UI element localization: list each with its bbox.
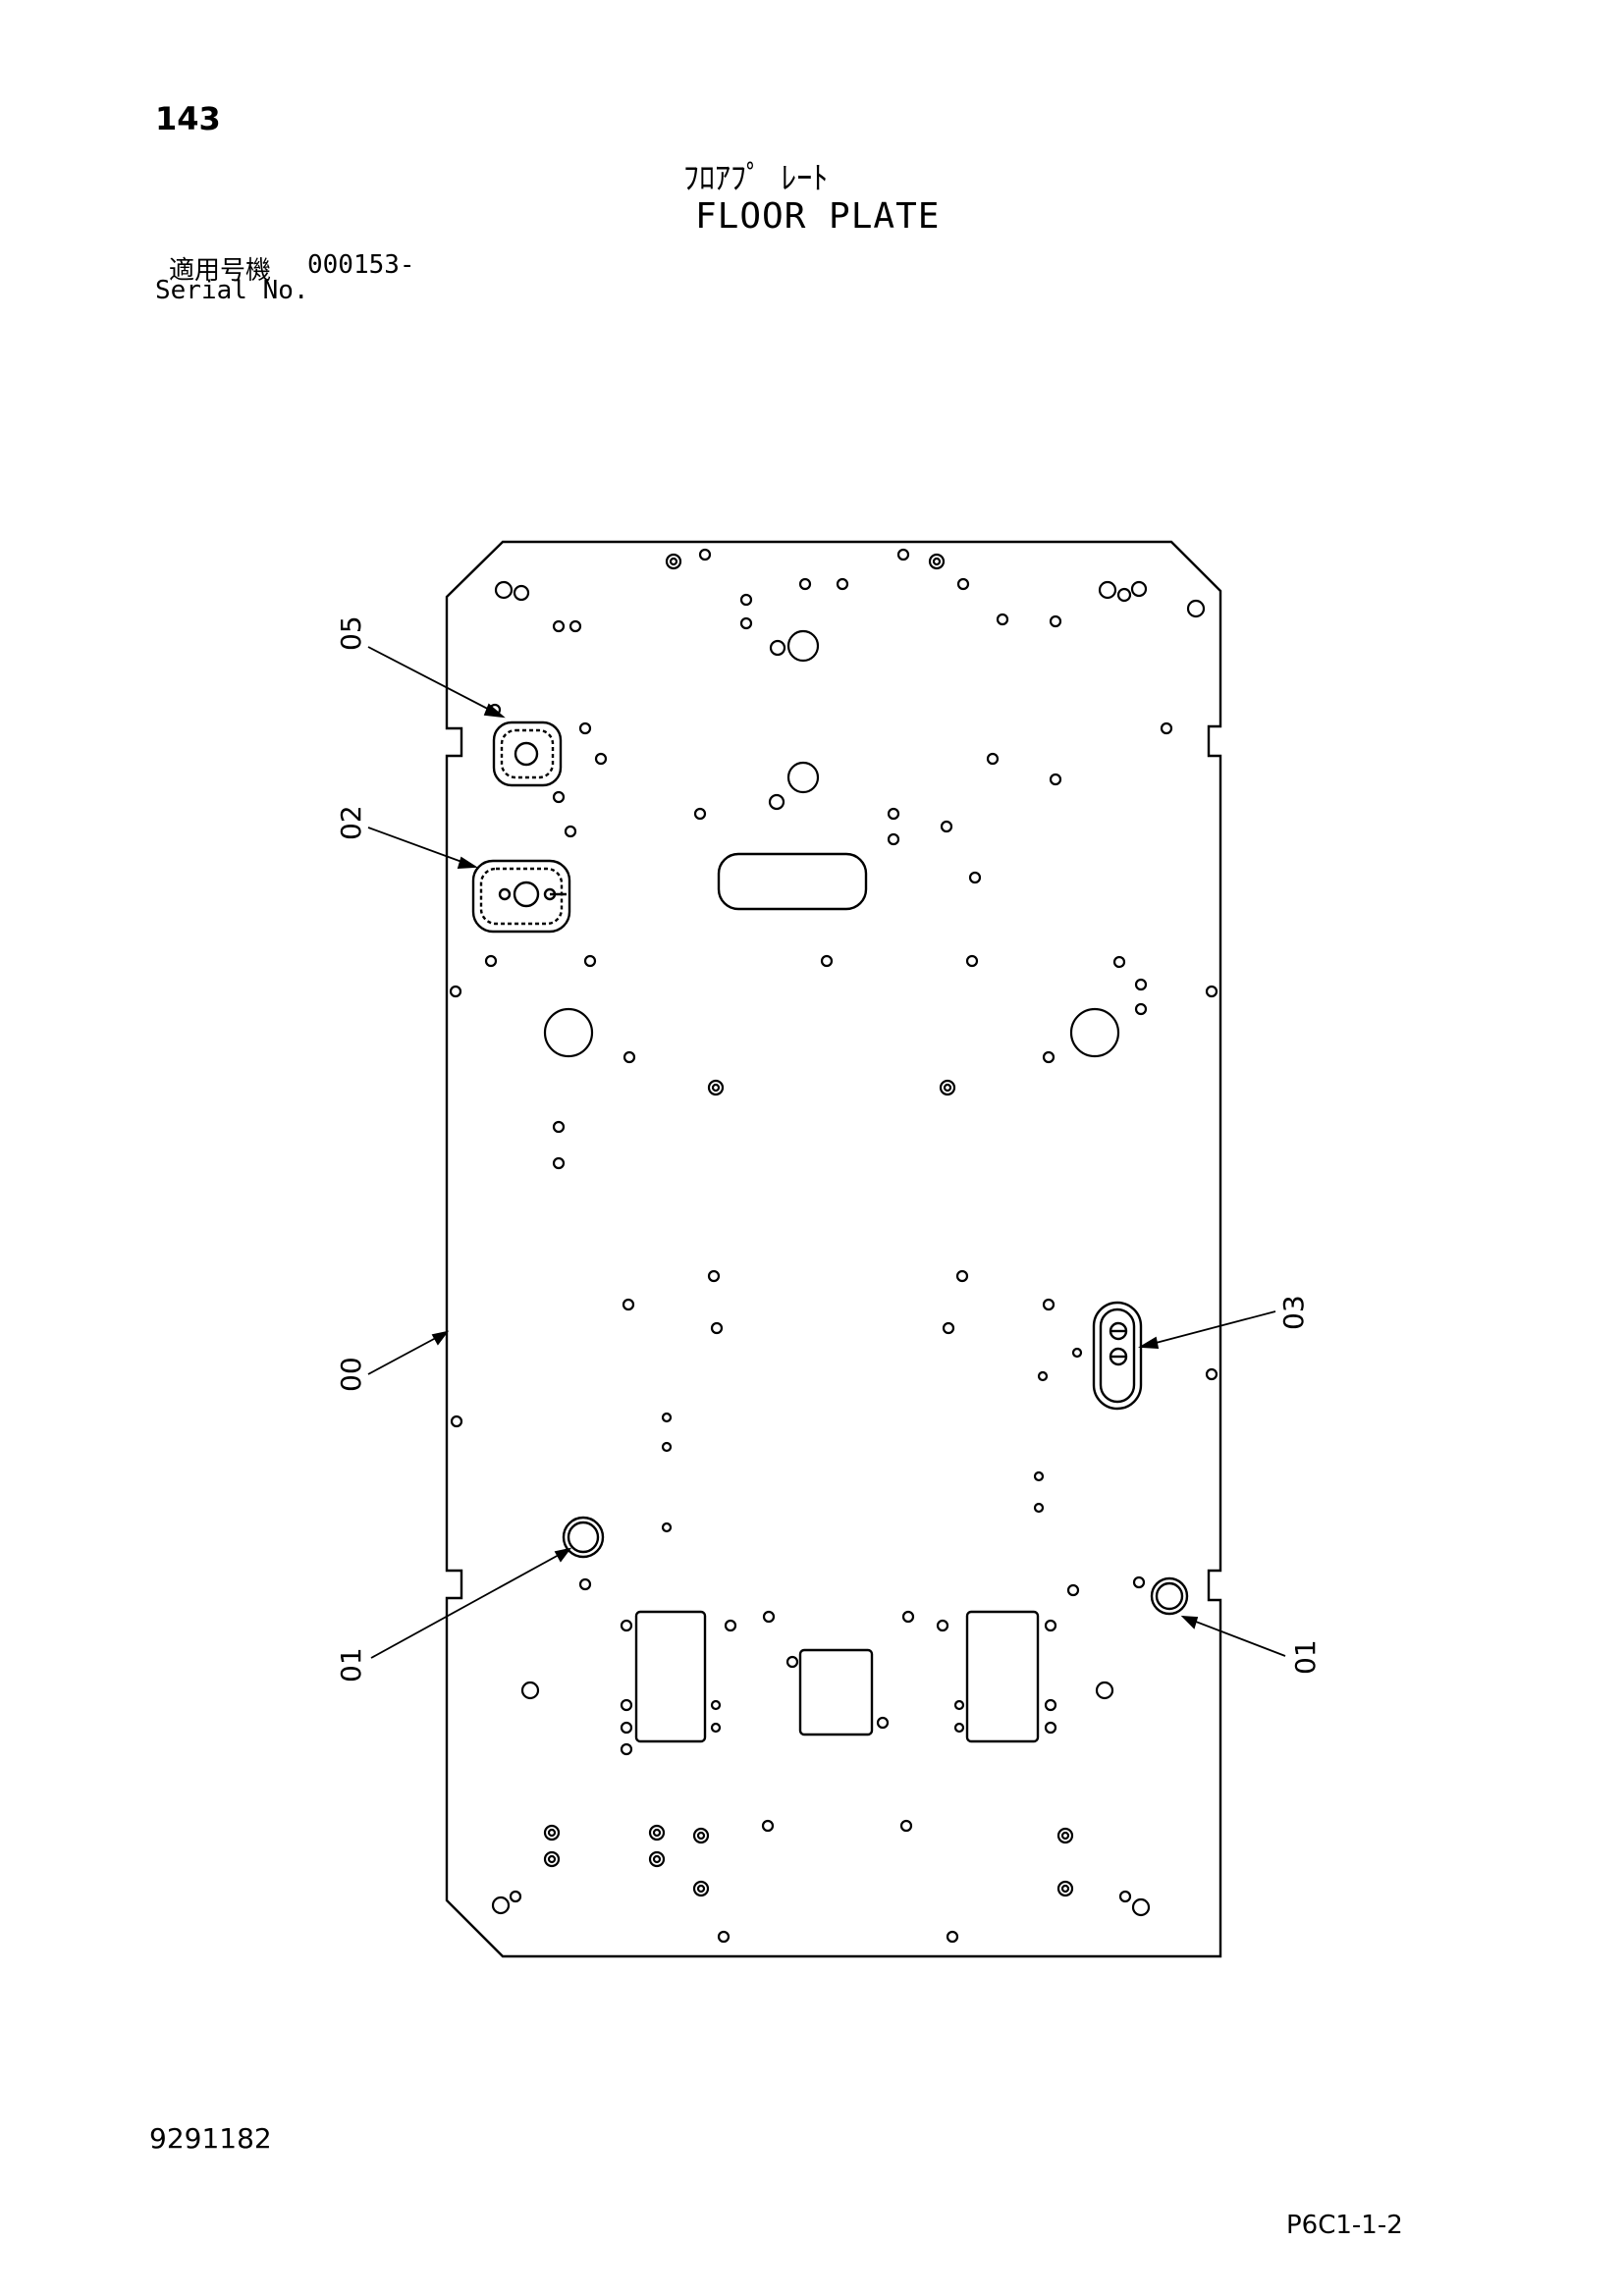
serial-value: 000153- [307, 250, 415, 280]
part-03-grommet [1092, 1301, 1143, 1411]
bottom-openings [634, 1610, 1040, 1743]
center-opening [717, 852, 868, 911]
callout-00: 00 [335, 1357, 367, 1392]
plate-outline [445, 540, 1222, 1958]
callout-03: 03 [1277, 1295, 1310, 1330]
callout-01-left: 01 [335, 1647, 367, 1682]
page-code: P6C1-1-2 [1286, 2211, 1403, 2240]
part-01-plugs [562, 1516, 1189, 1616]
serial-label-japanese: 適用号機 [169, 256, 272, 286]
callout-05: 05 [335, 615, 367, 651]
serial-label-english: Serial No. [155, 276, 309, 305]
callout-01-right: 01 [1289, 1639, 1322, 1675]
part-02-grommet [471, 859, 571, 934]
title-english: FLOOR PLATE [695, 196, 941, 237]
leader-lines [367, 646, 1286, 1659]
drawing-number: 9291182 [149, 2122, 272, 2155]
mounting-holes [449, 548, 1218, 1944]
part-05-grommet [492, 721, 563, 787]
page-number: 143 [155, 100, 221, 137]
callout-02: 02 [335, 805, 367, 840]
title-japanese: ﾌﾛｱﾌﾟ ﾚｰﾄ [683, 159, 829, 196]
nut-symbols [543, 1824, 1074, 1897]
